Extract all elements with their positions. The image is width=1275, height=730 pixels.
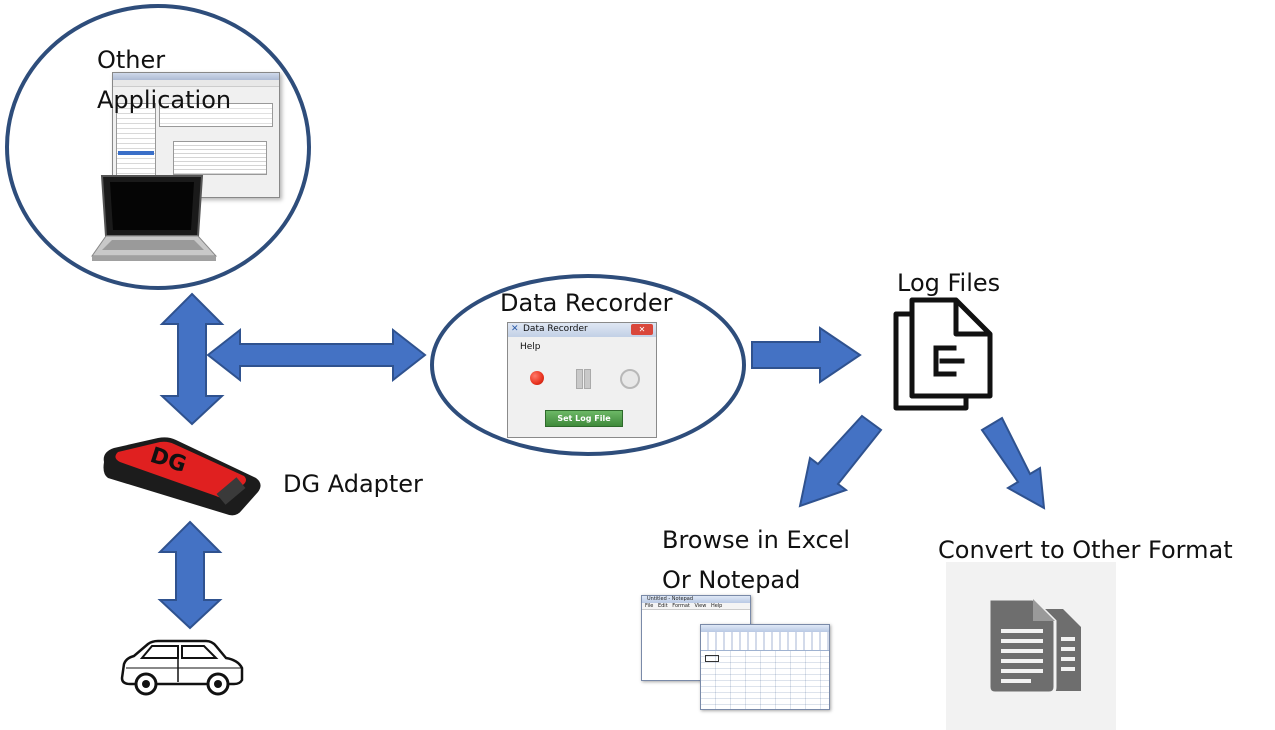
excel-window	[700, 624, 830, 710]
arrow-app-recorder	[206, 327, 427, 383]
laptop-icon	[91, 175, 218, 261]
notepad-menu-format[interactable]: Format	[672, 603, 690, 609]
data-recorder-ellipse	[430, 274, 746, 456]
set-log-file-button[interactable]: Set Log File	[545, 410, 623, 427]
notepad-menu-view[interactable]: View	[694, 603, 707, 609]
excel-grid	[701, 651, 829, 709]
other-application-ellipse	[5, 4, 311, 290]
window-titlebar: ✕ Data Recorder ✕	[508, 323, 656, 337]
notepad-title: Untitled - Notepad	[647, 596, 694, 602]
dg-adapter-label: DG Adapter	[283, 470, 423, 498]
log-files-label: Log Files	[897, 269, 1001, 297]
arrow-logfiles-browse	[798, 414, 883, 508]
arrow-recorder-logfiles	[751, 326, 862, 384]
data-recorder-label: Data Recorder	[500, 289, 673, 317]
notepad-menu-file[interactable]: File	[645, 603, 654, 609]
record-button[interactable]	[530, 371, 544, 385]
close-icon[interactable]: ✕	[631, 324, 653, 335]
recorder-app-icon: ✕	[511, 324, 519, 334]
data-recorder-window: ✕ Data Recorder ✕ Help Set Log File	[507, 322, 657, 438]
vehicle-icon	[120, 639, 244, 696]
browse-label-line1: Browse in Excel	[662, 526, 851, 554]
documents-icon	[987, 597, 1081, 695]
browse-label-line2: Or Notepad	[662, 566, 801, 594]
pause-button[interactable]	[574, 369, 592, 389]
stop-button[interactable]	[620, 369, 640, 389]
other-application-label-line1: Other	[97, 46, 166, 74]
dg-adapter-icon	[103, 437, 261, 516]
document-stack-icon	[893, 297, 993, 411]
window-title: Data Recorder	[523, 324, 588, 334]
convert-label: Convert to Other Format	[938, 536, 1233, 564]
notepad-menu-edit[interactable]: Edit	[657, 603, 668, 609]
arrow-adapter-vehicle	[157, 520, 223, 630]
menu-help[interactable]: Help	[520, 342, 541, 352]
arrow-app-adapter	[159, 292, 225, 426]
notepad-menu-help[interactable]: Help	[710, 603, 723, 609]
other-application-label-line2: Application	[97, 86, 232, 114]
arrow-logfiles-convert	[980, 416, 1046, 510]
